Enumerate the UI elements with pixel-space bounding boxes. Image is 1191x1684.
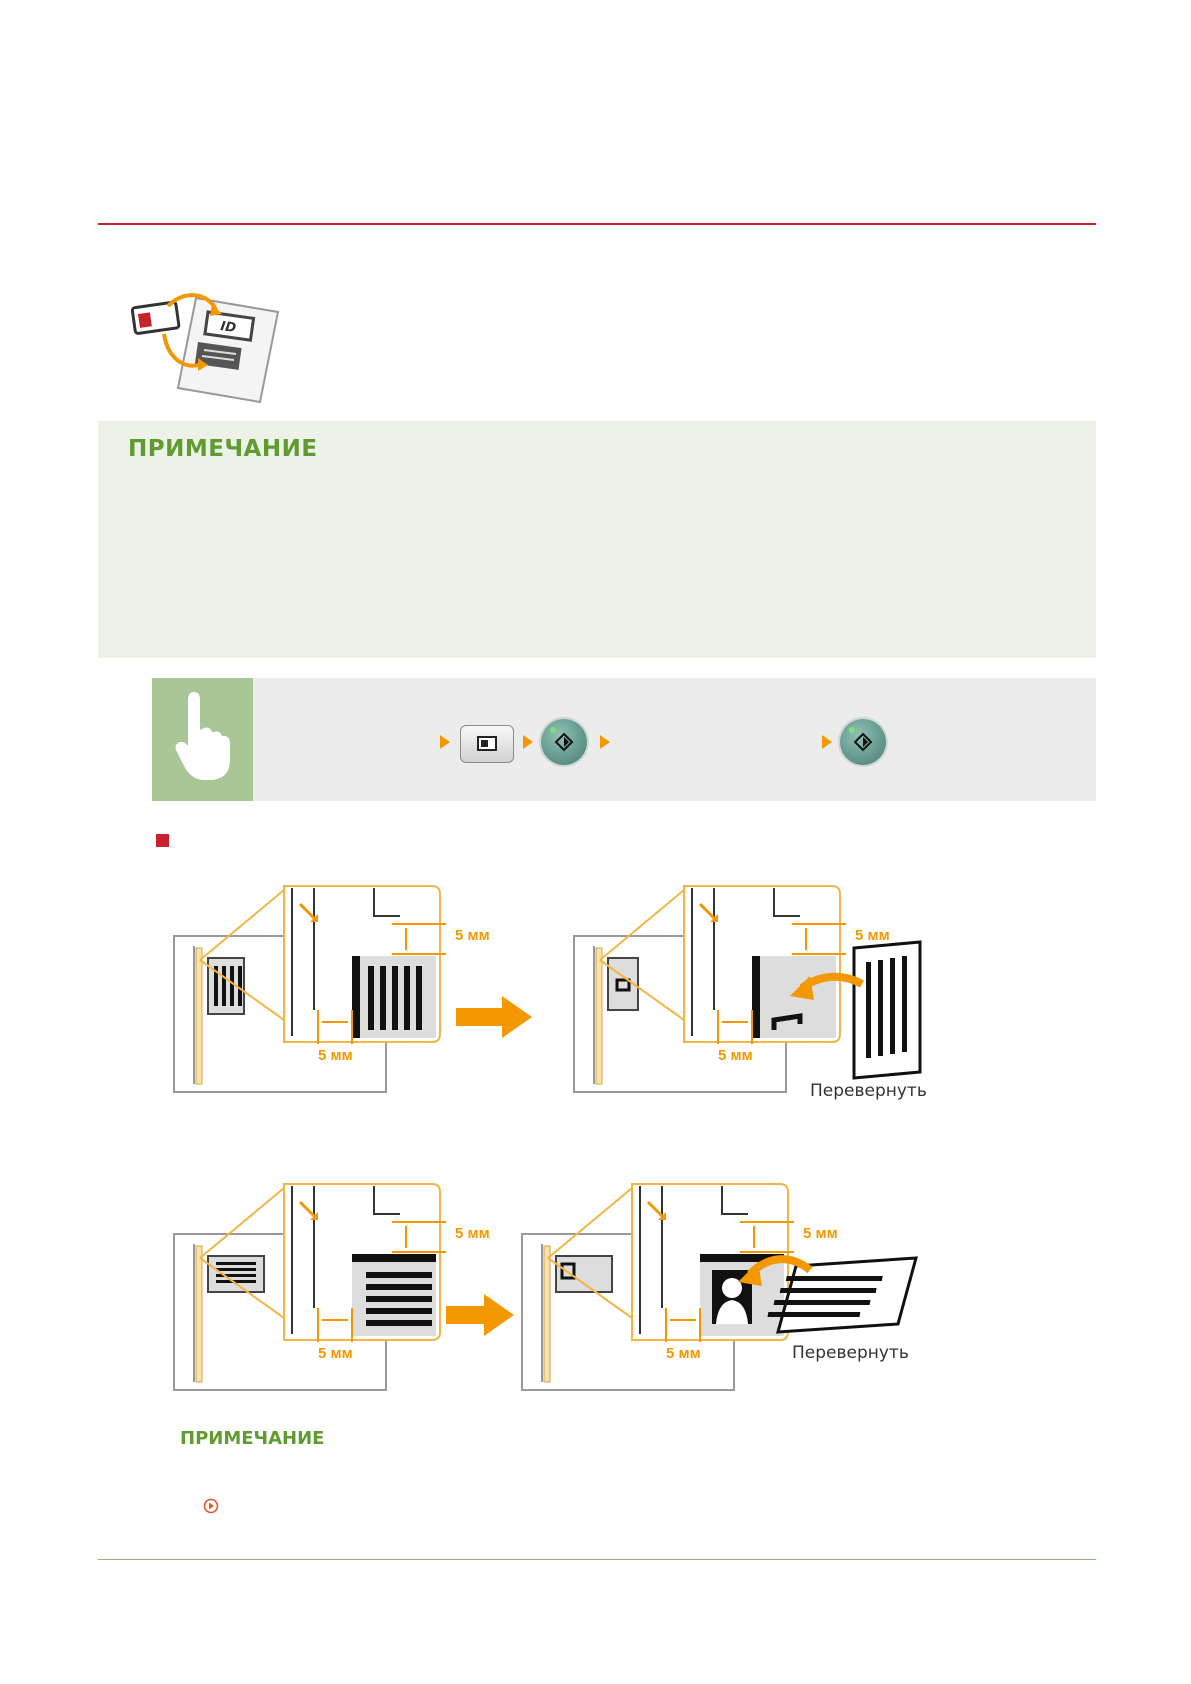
note-title: ПРИМЕЧАНИЕ — [128, 436, 318, 462]
margin-top-label: 5 мм — [455, 927, 490, 944]
id-card-copy-key[interactable] — [460, 725, 514, 763]
next-step-arrow-icon — [456, 996, 532, 1038]
start-key-2[interactable] — [840, 719, 886, 765]
platen-glass-flipped — [521, 1183, 794, 1391]
margin-top-label: 5 мм — [455, 1225, 490, 1242]
footer-rule — [98, 1559, 1096, 1560]
flip-label: Перевернуть — [792, 1343, 909, 1363]
margin-left-label-2: 5 мм — [666, 1345, 701, 1362]
horizontal-card-placement-figure: 5 мм 5 мм 5 мм 5 мм — [173, 1183, 919, 1391]
magnified-corner — [283, 885, 446, 1044]
step-arrow-icon — [600, 735, 610, 749]
start-icon — [550, 727, 574, 752]
hand-pointer-icon — [175, 692, 230, 780]
step-arrow-icon — [523, 735, 533, 749]
id-card-key-icon — [477, 736, 497, 751]
step-arrow-icon — [440, 735, 450, 749]
header-rule — [98, 223, 1096, 225]
flip-label: Перевернуть — [810, 1081, 927, 1100]
flipped-card-icon — [738, 1255, 919, 1334]
hand-pointer-panel — [152, 678, 253, 801]
margin-left-label-2: 5 мм — [718, 1047, 753, 1064]
id-card-copy-icon: ID — [130, 293, 280, 404]
step-arrow-icon — [822, 735, 832, 749]
start-icon — [849, 727, 873, 752]
section-marker — [156, 834, 169, 847]
operation-steps-bar — [152, 678, 1096, 801]
note-title-2: ПРИМЕЧАНИЕ — [180, 1428, 325, 1449]
margin-top-label-2: 5 мм — [803, 1225, 838, 1242]
margin-left-label: 5 мм — [318, 1047, 353, 1064]
margin-left-label: 5 мм — [318, 1345, 353, 1362]
next-step-arrow-icon — [446, 1294, 514, 1336]
flipped-card-icon — [790, 940, 922, 1080]
note-box — [98, 421, 1096, 658]
vertical-card-placement-figure: 5 мм 5 мм 5 мм 5 мм Перевернуть — [173, 885, 927, 1100]
margin-top-label-2: 5 мм — [855, 927, 890, 944]
platen-glass-flipped — [573, 885, 846, 1093]
link-arrow-icon[interactable] — [203, 1498, 219, 1514]
platen-glass — [173, 1183, 446, 1391]
svg-text:ID: ID — [219, 319, 237, 336]
start-key-1[interactable] — [541, 719, 587, 765]
